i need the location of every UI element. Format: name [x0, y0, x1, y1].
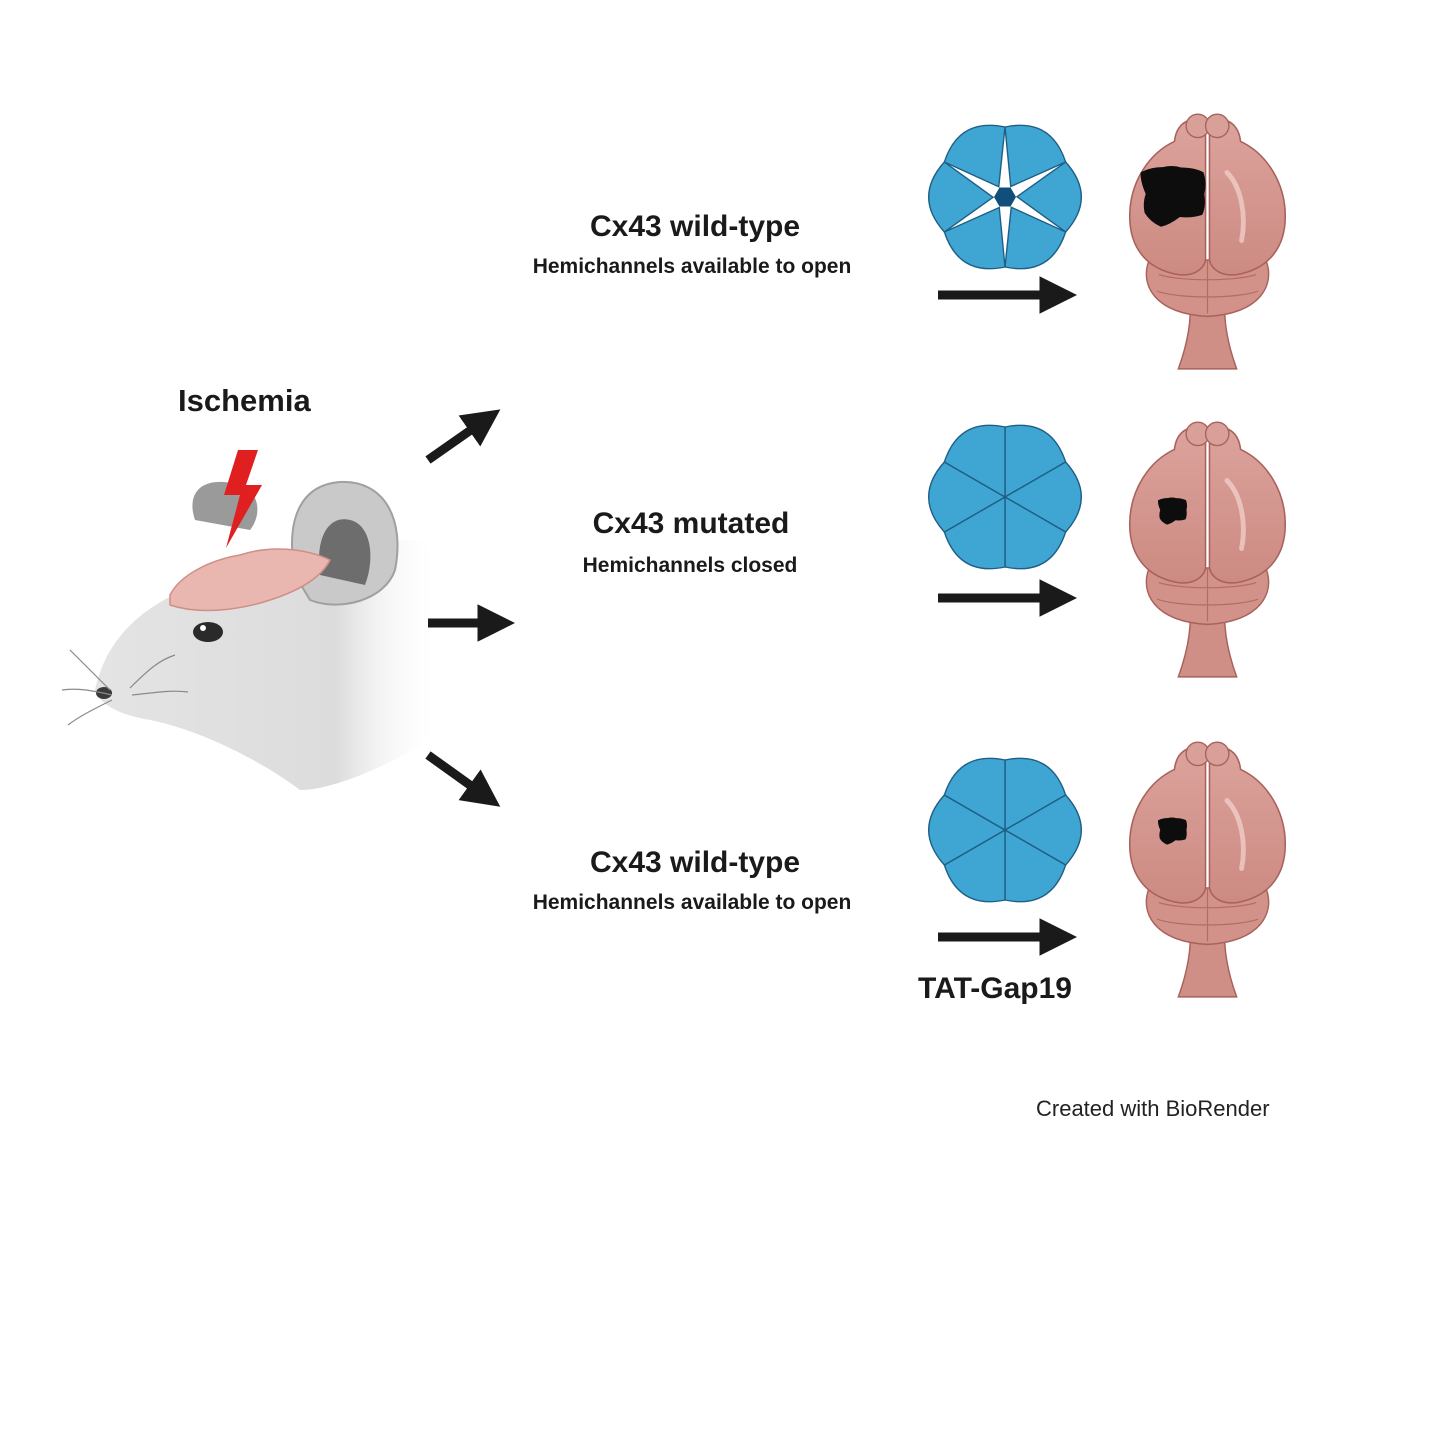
arrow-icon — [425, 409, 501, 464]
hemichannel-subunit — [1004, 495, 1067, 570]
hemichannel-icon — [927, 424, 1083, 570]
brain-icon — [1130, 114, 1286, 369]
brain-icon — [1130, 742, 1286, 997]
branch-2 — [927, 422, 1286, 677]
hemichannel-subunit — [1004, 206, 1067, 270]
hemichannel-pore — [994, 187, 1016, 207]
branch-2-title: Cx43 mutated — [592, 507, 790, 540]
hemichannel-subunit — [1004, 124, 1067, 188]
infarct-lesion — [1140, 166, 1206, 227]
infarct-lesion — [1157, 497, 1187, 525]
hemichannel-subunit — [943, 757, 1006, 832]
infarct-lesion — [1157, 817, 1187, 845]
mouse-icon — [61, 450, 440, 790]
lightning-bolt-icon — [224, 450, 262, 548]
treatment-label: TAT-Gap19 — [918, 972, 1072, 1005]
branch-1-title: Cx43 wild-type — [589, 210, 801, 243]
hemichannel-subunit — [927, 461, 1007, 533]
hemichannel-subunit — [1004, 828, 1067, 903]
branch-2-subtitle: Hemichannels closed — [582, 554, 798, 577]
hemichannel-subunit — [1003, 461, 1083, 533]
hemichannel-subunit — [1015, 161, 1083, 233]
hemichannel-subunit — [943, 424, 1006, 499]
branch-1 — [927, 114, 1286, 369]
hemichannel-subunit — [1003, 794, 1083, 866]
hemichannel-subunit — [943, 124, 1006, 188]
credit-text: Created with BioRender — [1036, 1096, 1270, 1121]
branch-3 — [927, 742, 1286, 997]
branch-rows — [927, 114, 1286, 997]
arrow-icon — [425, 751, 501, 807]
brain-icon — [1130, 422, 1286, 677]
branch-arrows — [425, 409, 516, 807]
hemichannel-icon — [927, 124, 1083, 270]
hemichannel-subunit — [927, 161, 995, 233]
branch-3-title: Cx43 wild-type — [589, 846, 801, 879]
hemichannel-subunit — [1004, 757, 1067, 832]
hemichannel-subunit — [943, 495, 1006, 570]
branch-1-subtitle: Hemichannels available to open — [532, 255, 852, 278]
hemichannel-subunit — [943, 828, 1006, 903]
hemichannel-icon — [927, 757, 1083, 903]
hemichannel-subunit — [943, 206, 1006, 270]
hemichannel-subunit — [927, 794, 1007, 866]
branch-3-subtitle: Hemichannels available to open — [532, 891, 852, 914]
condition-label: Ischemia — [178, 383, 311, 418]
hemichannel-subunit — [1004, 424, 1067, 499]
